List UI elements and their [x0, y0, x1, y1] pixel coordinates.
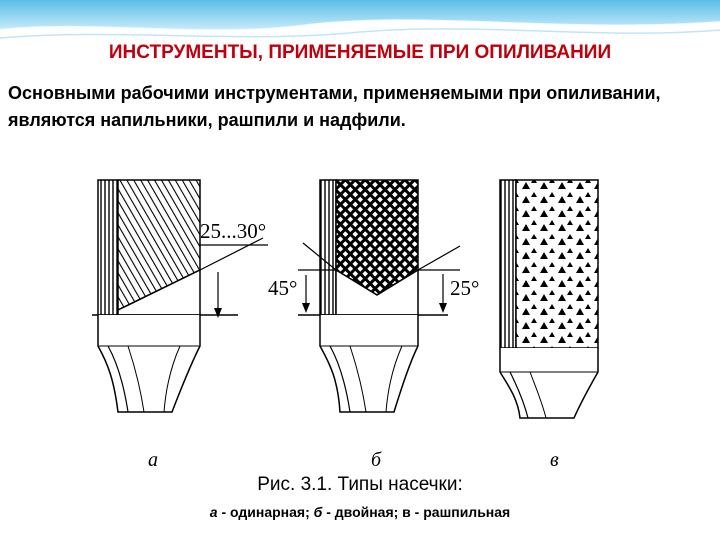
caption-a-text: - одинарная;	[217, 504, 314, 520]
label-c: в	[550, 449, 559, 471]
angle-b-right-label: 25°	[450, 276, 479, 300]
file-c-rasp-cut: в	[499, 179, 599, 471]
caption-a-letter: а	[209, 504, 218, 520]
figure-caption-title: Рис. 3.1. Типы насечки:	[257, 474, 463, 495]
slide-title: ИНСТРУМЕНТЫ, ПРИМЕНЯЕМЫЕ ПРИ ОПИЛИВАНИИ	[108, 42, 612, 63]
figure-caption-legend: а - одинарная; б - двойная; в - рашпильн…	[0, 504, 720, 520]
intro-paragraph: Основными рабочими инструментами, примен…	[8, 83, 661, 130]
file-cut-types-figure: 25...30° а 45° 25° б в	[92, 179, 599, 471]
file-a-single-cut: 25...30° а	[92, 179, 268, 471]
header-wave-band	[0, 0, 720, 39]
angle-a-label: 25...30°	[200, 219, 266, 243]
file-b-double-cut: 45° 25° б	[268, 179, 479, 471]
caption-b-text: - двойная; в - рашпильная	[322, 504, 511, 520]
angle-b-left-label: 45°	[268, 276, 297, 300]
label-a: а	[148, 449, 158, 471]
caption-b-letter: б	[313, 504, 323, 520]
label-b: б	[371, 449, 382, 471]
